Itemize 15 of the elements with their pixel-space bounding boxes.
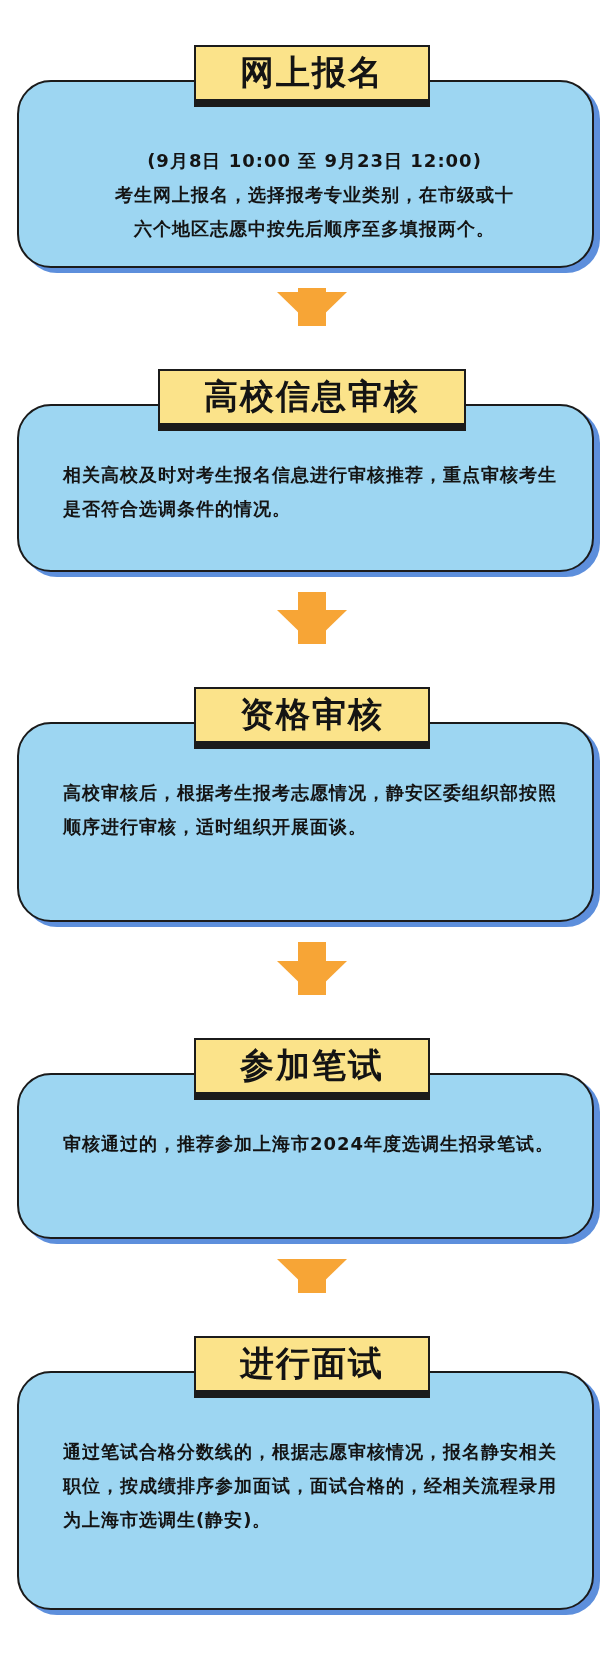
step-heading: 进行面试 [194, 1336, 430, 1398]
step-description: 审核通过的，推荐参加上海市2024年度选调生招录笔试。 [63, 1132, 556, 1156]
step-heading: 高校信息审核 [158, 369, 466, 431]
step-description: (9月8日 10:00 至 9月23日 12:00) [146, 149, 483, 173]
down-arrow [277, 592, 347, 644]
step-heading: 网上报名 [194, 45, 430, 107]
down-arrow [277, 942, 347, 995]
down-arrow [277, 288, 347, 326]
step-description: 相关高校及时对考生报名信息进行审核推荐，重点审核考生是否符合选调条件的情况。 [63, 463, 558, 521]
step-description: 通过笔试合格分数线的，根据志愿审核情况，报名静安相关职位，按成绩排序参加面试，面试合格的，经相关流程录用为上海市选调生(静安)。 [63, 1440, 558, 1532]
step-heading: 参加笔试 [194, 1038, 430, 1100]
step-heading: 资格审核 [194, 687, 430, 749]
down-arrow [277, 1259, 347, 1293]
step-description: 高校审核后，根据考生报考志愿情况，静安区委组织部按照顺序进行审核，适时组织开展面谈。 [63, 781, 558, 839]
step-description: 考生网上报名，选择报考专业类别，在市级或十六个地区志愿中按先后顺序至多填报两个。 [114, 183, 515, 241]
